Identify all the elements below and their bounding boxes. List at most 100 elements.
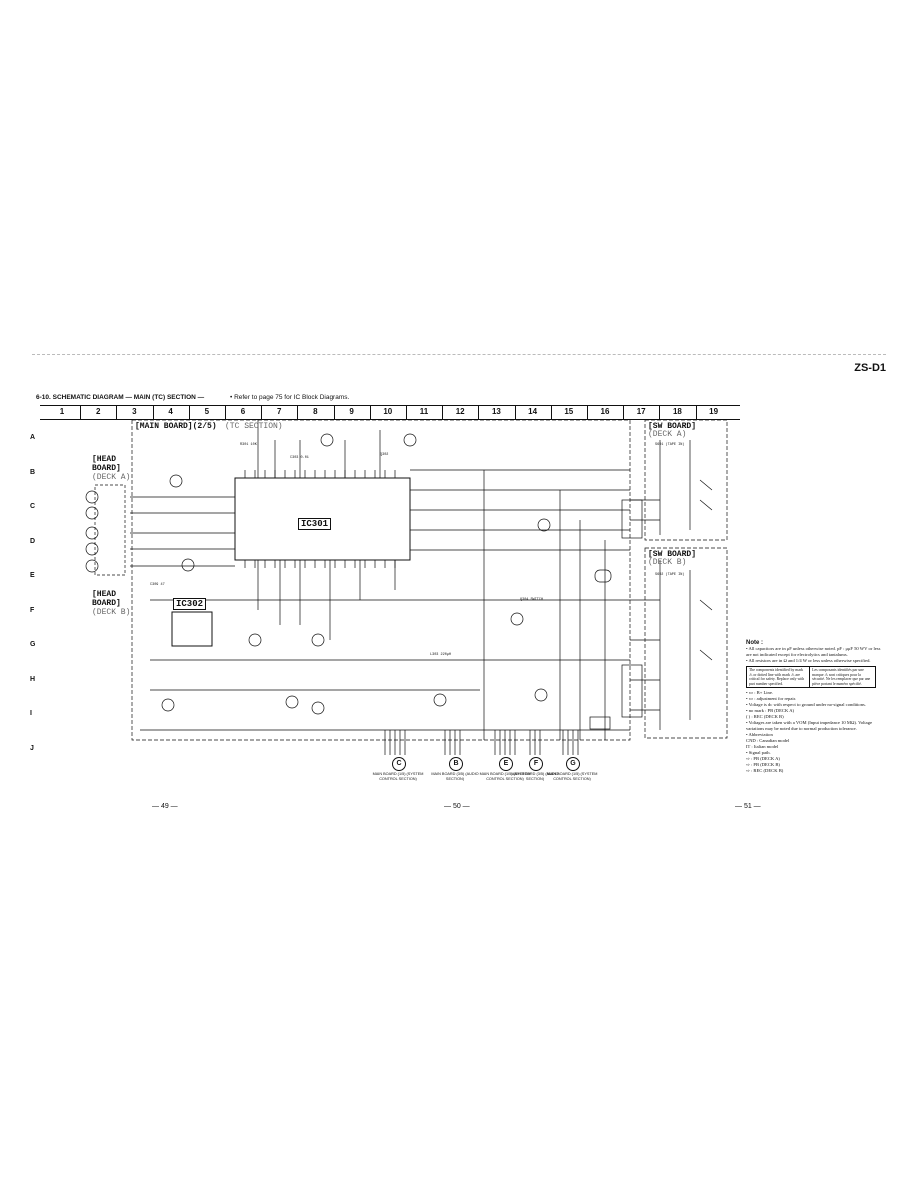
notes-panel: Note : • All capacitors are in μF unless… [745, 640, 886, 774]
connector-marker: C [392, 757, 406, 771]
column-divider [478, 406, 480, 419]
head-coil [85, 526, 99, 540]
page-number: — 51 — [735, 803, 761, 810]
head-coil [85, 490, 99, 504]
column-number: 6 [240, 407, 246, 416]
connector-marker: B [449, 757, 463, 771]
connector-block [621, 664, 643, 718]
note-line: ( ) : REC (DECK B) [746, 714, 784, 720]
column-number: 1 [59, 407, 65, 416]
column-divider [695, 406, 697, 419]
svg-text:C309 47: C309 47 [150, 583, 165, 587]
safety-english: The components identified by mark ⚠ or d… [745, 665, 811, 689]
connector-block [589, 716, 611, 730]
connector-caption: MAIN BOARD (3/5) (AUDIO SECTION) [431, 772, 479, 781]
row-letter: D [30, 537, 36, 545]
column-number: 5 [204, 407, 210, 416]
transistor [181, 558, 195, 572]
row-letter: H [30, 675, 36, 683]
column-divider [369, 406, 371, 419]
note-line: • Voltage is dc with respect to ground u… [746, 702, 866, 708]
head-coil [85, 506, 99, 520]
row-letter: F [30, 606, 35, 614]
head-coil [85, 542, 99, 556]
page-number: — 49 — [152, 803, 178, 810]
transistor [311, 633, 325, 647]
connector-marker: G [566, 757, 580, 771]
note-line: IT : Italian model [746, 744, 779, 750]
head-a-title-2: BOARD] [92, 464, 121, 473]
head-a-title-1: [HEAD [92, 455, 117, 464]
ic301-label: IC301 [298, 518, 332, 530]
transistor [169, 474, 183, 488]
section-heading: 6-10. SCHEMATIC DIAGRAM — MAIN (TC) SECT… [36, 394, 349, 401]
column-divider [659, 406, 661, 419]
svg-text:C303 0.01: C303 0.01 [290, 456, 309, 460]
column-divider [152, 406, 154, 419]
column-number: 19 [709, 407, 719, 416]
column-divider [225, 406, 226, 419]
transistor [285, 695, 299, 709]
ic301-body [234, 477, 411, 561]
column-number: 3 [132, 407, 137, 416]
notes-title: Note : [746, 640, 763, 646]
head-b-title-1: [HEAD [92, 590, 117, 599]
connector-caption: MAIN BOARD (1/5) (SYSTEM CONTROL SECTION… [546, 772, 598, 781]
note-line: • All resistors are in Ω and 1/4 W or le… [746, 658, 871, 663]
column-number: 2 [95, 407, 101, 416]
sw-board-b-title: [SW BOARD] [648, 550, 697, 559]
section-title: 6-10. SCHEMATIC DIAGRAM — MAIN (TC) SECT… [36, 394, 205, 401]
column-number: 13 [491, 407, 501, 416]
head-a-sub: (DECK A) [92, 473, 131, 482]
note-line: ⇨ : PB (DECK A) [746, 756, 780, 762]
head-coil [85, 559, 99, 573]
transistor [534, 688, 548, 702]
column-number: 16 [600, 407, 610, 416]
column-number: 9 [349, 407, 354, 416]
row-letter: C [30, 503, 36, 510]
ic302-body [171, 611, 213, 647]
note-line: • Abbreviation [746, 732, 773, 738]
row-letter: G [30, 641, 36, 648]
column-number: 15 [564, 407, 574, 416]
column-divider [297, 406, 299, 419]
connector-caption: MAIN BOARD (1/5) (SYSTEM CONTROL SECTION… [372, 772, 424, 781]
column-number: 17 [636, 407, 646, 416]
note-lines-2: • ▭ : B+ Line.• ▭ : adjustment for repai… [746, 690, 886, 774]
column-divider [550, 406, 552, 419]
connector-caption: MAIN BOARD (1/5) (SYSTEM CONTROL SECTION… [479, 772, 531, 781]
connector-marker: E [499, 757, 513, 771]
note-line: ⇨ : PB (DECK B) [746, 762, 780, 768]
note-line: • ▭ : adjustment for repair. [746, 696, 797, 702]
note-line: • no mark : PB (DECK A) [746, 708, 795, 714]
note-line: • Signal path. [746, 750, 771, 756]
transistor [403, 433, 417, 447]
column-divider [406, 406, 407, 419]
transistor [320, 433, 334, 447]
main-board-title: [MAIN BOARD](2/5) [135, 422, 217, 431]
svg-text:S602 (TAPE IN): S602 (TAPE IN) [655, 572, 684, 577]
column-number: 7 [276, 407, 282, 416]
row-letter: A [30, 434, 36, 441]
column-divider [188, 406, 190, 419]
transistor [510, 612, 524, 626]
row-letter: B [30, 468, 36, 476]
column-divider [514, 406, 516, 419]
ic302-label: IC302 [173, 598, 207, 610]
row-letter: I [30, 710, 32, 717]
column-number: 8 [313, 407, 318, 416]
column-divider [587, 406, 588, 419]
column-number: 12 [455, 407, 465, 416]
column-number: 14 [528, 407, 538, 416]
note-line: • ▭ : B+ Line. [746, 690, 774, 696]
note-line: ⇨ : REC (DECK B) [746, 768, 784, 774]
column-number: 4 [168, 407, 173, 416]
svg-text:Q302: Q302 [380, 453, 388, 457]
column-divider [623, 406, 625, 419]
transistor [311, 701, 325, 715]
sw-board-a-sub: (DECK A) [648, 430, 687, 439]
reference-note: • Refer to page 75 for IC Block Diagrams… [229, 394, 350, 401]
